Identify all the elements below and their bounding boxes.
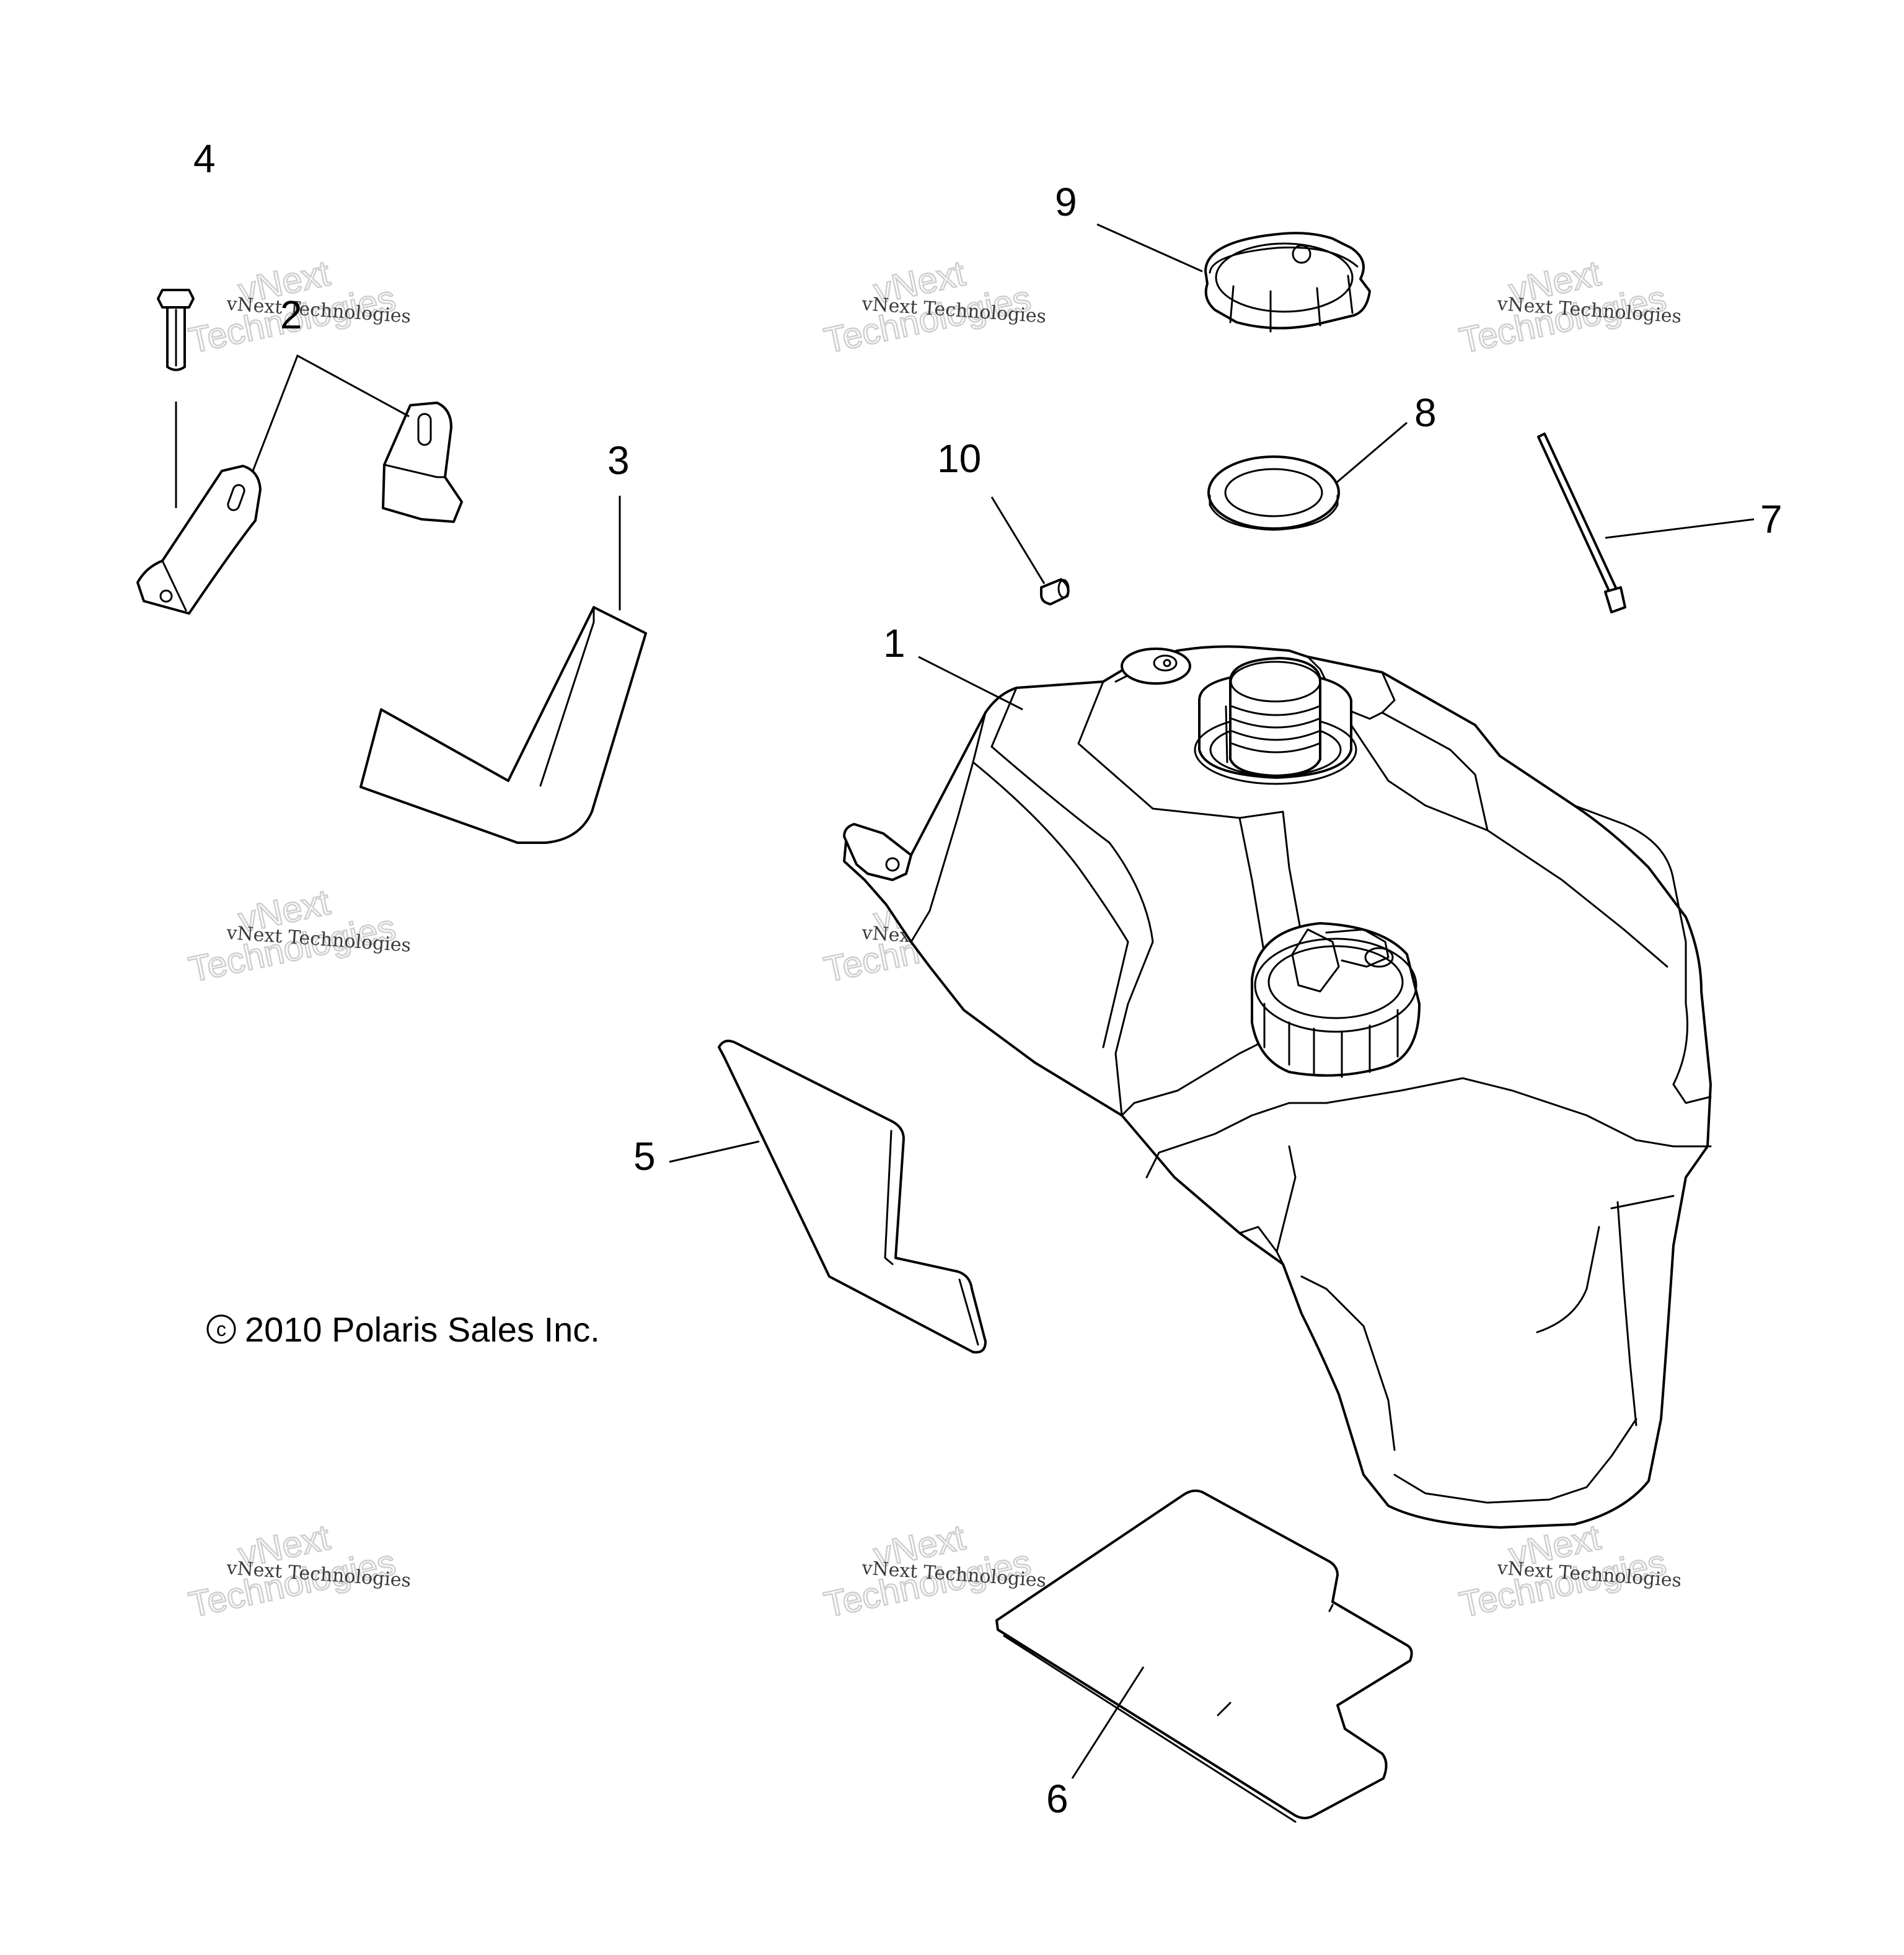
strip-part: [359, 496, 647, 844]
copyright-icon: [206, 1314, 236, 1344]
callout-2: 2: [280, 292, 302, 337]
pad-bottom-part: [995, 1489, 1413, 1823]
callout-3: 3: [607, 438, 630, 483]
watermark: vNext Technologies vNext Technologies: [1455, 1516, 1682, 1626]
callout-9: 9: [1055, 180, 1077, 224]
leader-lines: [252, 354, 410, 472]
callout-5: 5: [633, 1134, 656, 1179]
callout-1: 1: [883, 621, 906, 666]
watermark: vNext Technologies vNext Technologies: [1455, 252, 1682, 362]
plug-part: [990, 496, 1070, 605]
callout-4: 4: [193, 136, 216, 181]
cable-tie-part: [1537, 433, 1755, 613]
bracket-left-part: [136, 465, 262, 615]
fuel-tank-part: [843, 645, 1712, 1529]
watermark: vNext Technologies vNext Technologies: [185, 881, 412, 991]
gasket-part: [1207, 421, 1408, 531]
watermark: vNext Technologies vNext Technologies: [820, 252, 1047, 362]
callout-6: 6: [1046, 1777, 1069, 1821]
pad-left-part: [669, 1039, 987, 1354]
fuel-pump-module: [1251, 922, 1421, 1078]
copyright-text: 2010 Polaris Sales Inc.: [245, 1310, 600, 1349]
copyright-notice: c 2010 Polaris Sales Inc.: [206, 1310, 600, 1349]
bracket-right-part: [382, 402, 463, 523]
bolt-part: [157, 289, 195, 508]
callout-10: 10: [937, 436, 981, 481]
callout-labels: 1 2 3 4 5 6 7 8 9 10: [193, 136, 1783, 1821]
callout-7: 7: [1760, 497, 1783, 542]
fuel-cap-part: [1096, 223, 1371, 333]
watermark: vNext Technologies vNext Technologies: [185, 1516, 412, 1626]
copyright-symbol: c: [216, 1318, 226, 1340]
callout-8: 8: [1414, 390, 1437, 435]
